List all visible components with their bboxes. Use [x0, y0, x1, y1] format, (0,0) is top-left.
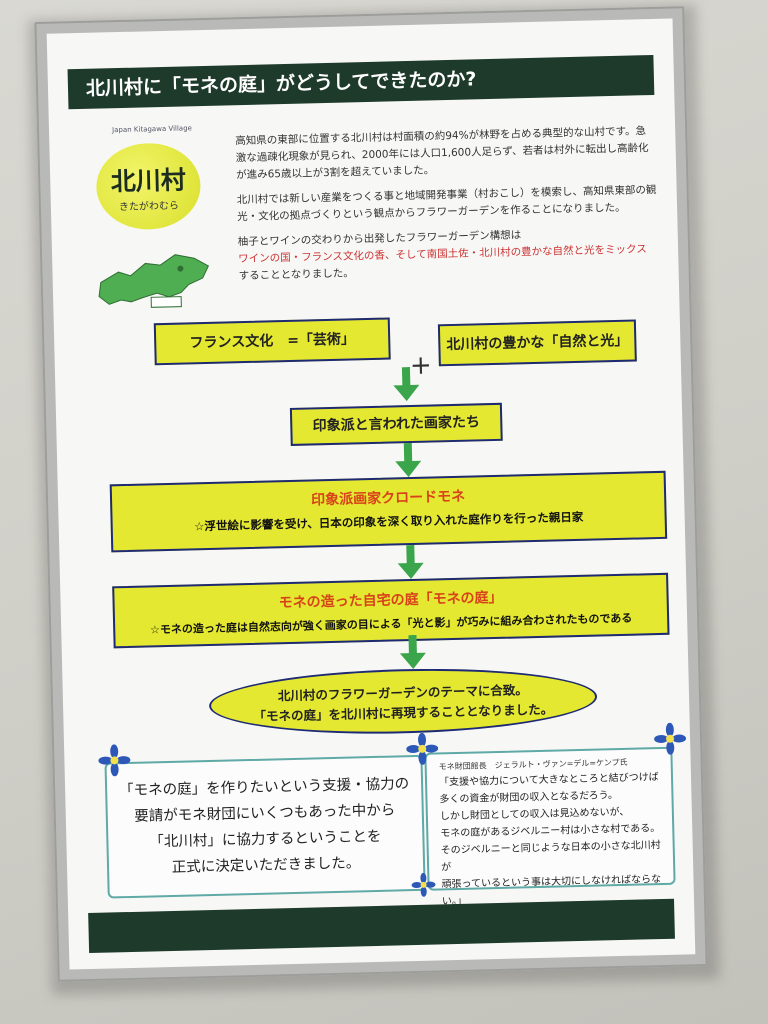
monet-box: 印象派画家クロードモネ ☆浮世絵に影響を受け、日本の印象を深く取り入れた庭作りを…	[109, 470, 668, 553]
director-quote-panel: モネ財団館長 ジェラルト・ヴァン=デル=ケンプ氏 「支援や協力について大きなとこ…	[424, 746, 676, 907]
monet-garden-box: モネの造った自宅の庭「モネの庭」 ☆モネの造った庭は自然志向が強く画家の目による…	[112, 572, 670, 649]
logo-kana-text: きたがわむら	[118, 200, 180, 214]
poster: 北川村に「モネの庭」がどうしてできたのか? Japan Kitagawa Vil…	[46, 18, 696, 970]
quote-line-5: そのジベルニーと同じような日本の小さな北川村が	[440, 840, 661, 874]
nature-light-box: 北川村の豊かな「自然と光」	[437, 319, 637, 367]
flower-icon	[654, 722, 687, 755]
logo-main-text: 北川村	[110, 165, 187, 197]
flower-icon	[406, 732, 439, 765]
foundation-decision-panel: 「モネの庭」を作りたいという支援・協力の 要請がモネ財団にいくつもあった中から …	[104, 754, 426, 899]
intro-paragraph-2: 北川村では新しい産業をつくる事と地域開発事業（村おこし）を模索し、高知県東部の観…	[236, 183, 657, 224]
conclusion-oval: 北川村のフラワーガーデンのテーマに合致。 「モネの庭」を北川村に再現することとな…	[208, 664, 598, 739]
impressionists-box: 印象派と言われた画家たち	[289, 402, 503, 446]
intro-text: 高知県の東部に位置する北川村は村面積の約94%が林野を占める典型的な山村です。急…	[235, 123, 659, 293]
down-arrow-icon	[393, 367, 420, 402]
intro-paragraph-1: 高知県の東部に位置する北川村は村面積の約94%が林野を占める典型的な山村です。急…	[235, 125, 649, 182]
logo-small-text: Japan Kitagawa Village	[112, 124, 193, 135]
poster-title: 北川村に「モネの庭」がどうしてできたのか?	[67, 54, 655, 110]
village-logo: Japan Kitagawa Village 北川村 きたがわむら	[87, 124, 210, 237]
flower-icon	[411, 872, 436, 897]
france-culture-box: フランス文化 =「芸術」	[153, 317, 391, 366]
down-arrow-icon	[397, 544, 424, 580]
down-arrow-icon	[395, 442, 422, 478]
down-arrow-icon	[399, 634, 426, 670]
poster-footer-bar	[88, 898, 675, 954]
logo-circle: 北川村 きたがわむら	[95, 142, 202, 231]
flower-icon	[98, 744, 131, 777]
kochi-map-icon	[90, 240, 222, 323]
poster-frame: 北川村に「モネの庭」がどうしてできたのか? Japan Kitagawa Vil…	[34, 6, 708, 982]
